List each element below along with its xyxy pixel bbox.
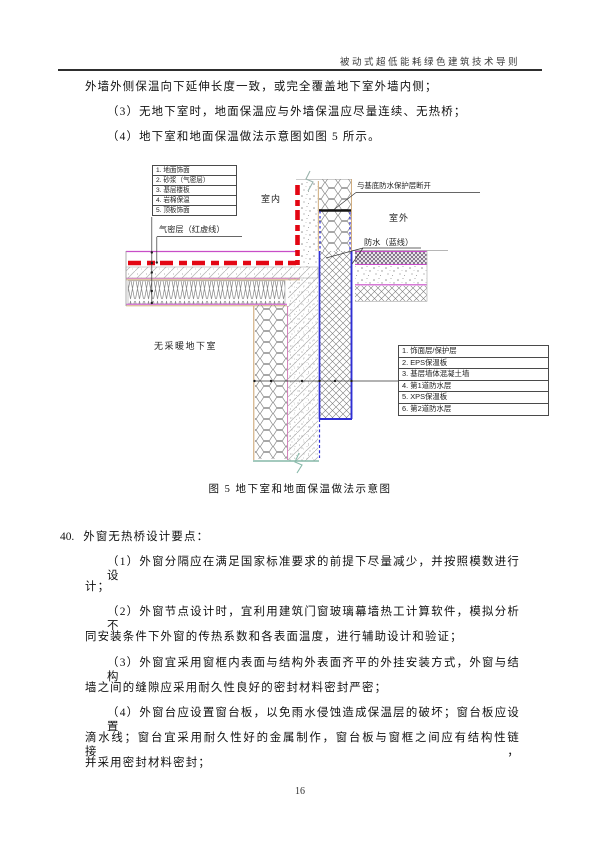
basement-insulation-diagram	[125, 170, 480, 474]
body-line: （3）无地下室时，地面保温应与外墙保温应尽量连续、无热桥；	[107, 106, 467, 118]
legend-floor-layers: 1. 地面饰面 2. 砂浆（气密层） 3. 基层楼板 4. 岩棉保温 5. 顶板…	[152, 165, 237, 217]
section-title: 外窗无热桥设计要点：	[83, 531, 210, 543]
label-unheated-basement: 无采暖地下室	[154, 341, 218, 351]
leader-lines	[151, 192, 480, 382]
floor-assembly	[125, 250, 319, 307]
list-item-line: （2）外窗节点设计时，宜利用建筑门窗玻璃幕墙热工计算软件，模拟分析不	[107, 606, 520, 632]
section-number: 40.	[60, 531, 75, 543]
break-symbol-top	[305, 170, 314, 192]
list-item-line: 计；	[85, 581, 111, 593]
legend-item: 3. 基层楼板	[153, 186, 236, 197]
page-header-title: 被动式超低能耗绿色建筑技术导则	[339, 58, 520, 68]
header-rule	[58, 69, 542, 71]
page-number: 16	[295, 786, 305, 797]
break-symbol-bottom	[294, 452, 303, 474]
list-item-line: 并采用密封材料密封；	[85, 757, 211, 769]
body-line: （4）地下室和地面保温做法示意图如图 5 所示。	[107, 131, 381, 143]
body-line: 外墙外侧保温向下延伸长度一致，或完全覆盖地下室外墙内侧；	[85, 81, 438, 93]
section-heading: 40. 外窗无热桥设计要点：	[60, 530, 209, 544]
label-airtight-red-dashed: 气密层（红虚线）	[159, 225, 225, 234]
legend-item: 4. 岩棉保温	[153, 196, 236, 207]
legend-item: 5. XPS保温板	[399, 392, 548, 404]
legend-item: 6. 第2道防水层	[402, 403, 452, 413]
legend-item: 4. 第1道防水层	[399, 381, 548, 393]
list-item-line: （1）外窗分隔应在满足国家标准要求的前提下尽量减少，并按照模数进行设	[107, 556, 520, 582]
list-item-line: （4）外窗台应设置窗台板，以免雨水侵蚀造成保温层的破坏；窗台板应设置	[107, 707, 520, 733]
legend-item: 3. 基层墙体混凝土墙	[399, 369, 548, 381]
label-detach-from-waterproof: 与基底防水保护层断开	[357, 181, 431, 190]
label-waterproof-blue-line: 防水（蓝线）	[364, 238, 414, 247]
label-indoor: 室内	[261, 194, 282, 204]
list-item-line: 墙之间的缝隙应采用耐久性良好的密封材料密封严密；	[85, 682, 388, 694]
list-item-line: （3）外窗宜采用窗框内表面与结构外表面齐平的外挂安装方式，外窗与结构	[107, 657, 520, 683]
label-outdoor: 室外	[389, 213, 410, 223]
legend-item: 2. 砂浆（气密层）	[153, 176, 236, 187]
upper-wall	[295, 170, 352, 267]
legend-item: 1. 地面饰面	[153, 166, 236, 177]
legend-item: 1. 饰面层/保护层	[399, 346, 548, 358]
legend-item: 5. 顶板饰面	[156, 207, 190, 215]
list-item-line: 滴水线；窗台宜采用耐久性好的金属制作，窗台板与窗框之间应有结构性链接，	[85, 732, 520, 758]
figure-caption: 图 5 地下室和地面保温做法示意图	[208, 484, 392, 495]
list-item-line: 同安装条件下外窗的传热系数和各表面温度，进行辅助设计和验证；	[85, 631, 463, 643]
exterior-ground-layers	[352, 250, 448, 302]
legend-item: 2. EPS保温板	[399, 358, 548, 370]
leader-dots	[150, 251, 353, 383]
legend-wall-layers: 1. 饰面层/保护层 2. EPS保温板 3. 基层墙体混凝土墙 4. 第1道防…	[398, 345, 549, 416]
